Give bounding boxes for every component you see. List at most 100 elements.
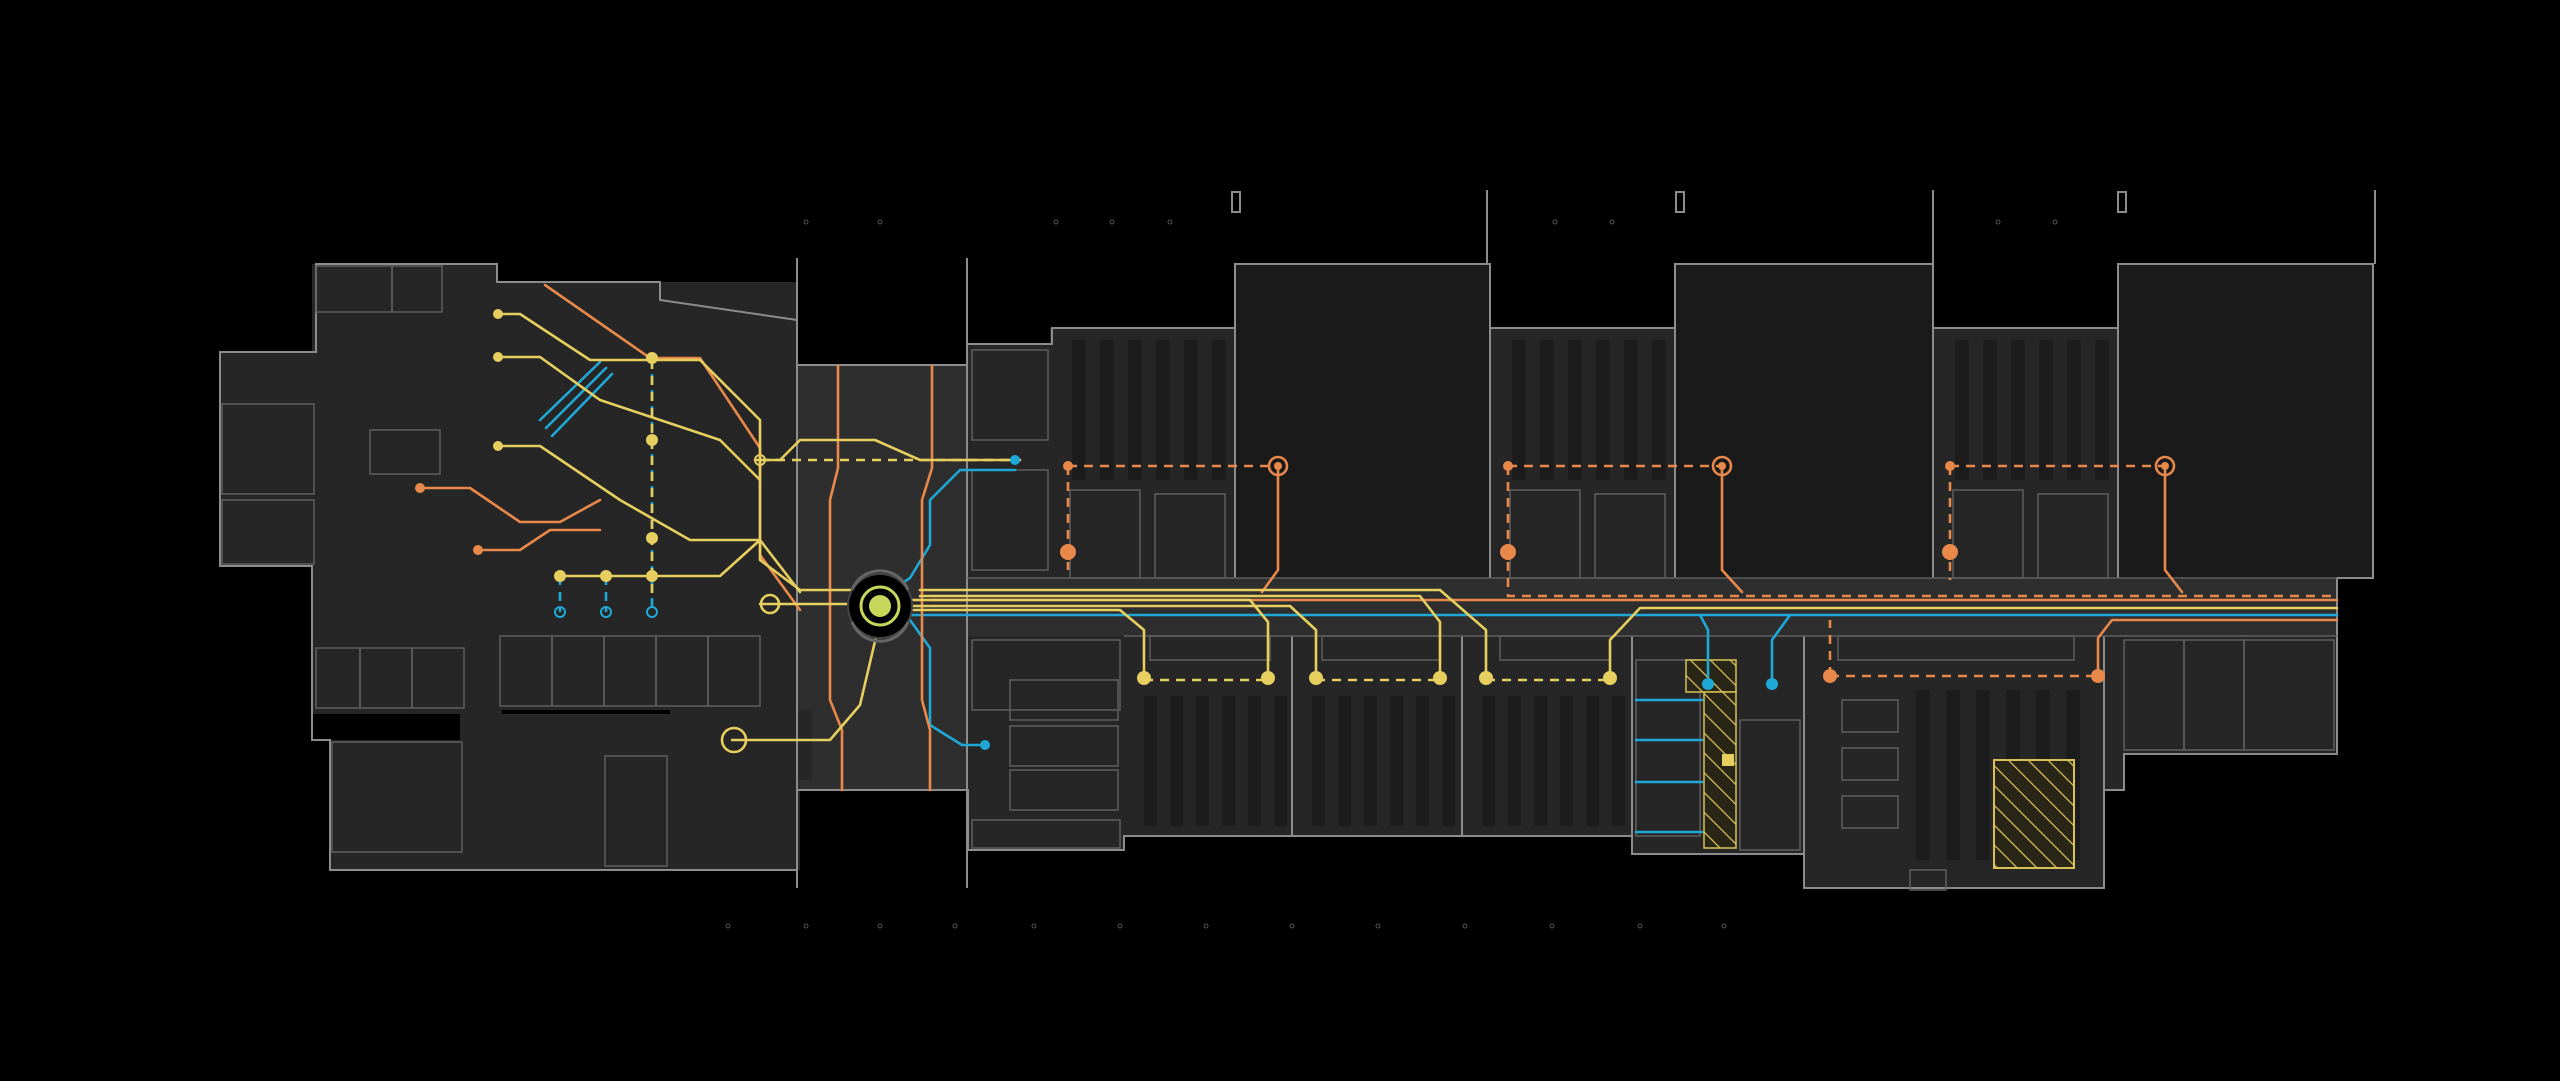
floor-stripe: [1596, 340, 1610, 480]
dimension-tick: [1289, 923, 1295, 929]
dimension-tick: [1053, 219, 1059, 225]
floor-stripe: [1338, 696, 1351, 826]
floor-stripe: [1312, 696, 1325, 826]
room-left-bottom: [330, 740, 670, 870]
endpoint-icon: [754, 454, 766, 466]
endpoint-icon: [1433, 671, 1447, 685]
room-service-top: [968, 344, 1052, 580]
endpoint-icon: [1503, 461, 1513, 471]
dimension-tick: [877, 923, 883, 929]
endpoint-icon: [554, 570, 566, 582]
floor-stripe: [1212, 340, 1226, 480]
room-left-block: [312, 264, 497, 564]
endpoint-icon: [473, 545, 483, 555]
floor-stripe: [1540, 340, 1554, 480]
floor-stripe: [1100, 340, 1114, 480]
dimension-tick: [1462, 923, 1468, 929]
endpoint-icon: [646, 570, 658, 582]
endpoints: [415, 309, 2176, 754]
hatched-zone-icon: [1703, 691, 1737, 849]
endpoint-icon: [2154, 455, 2176, 477]
dimension-tick: [1203, 923, 1209, 929]
endpoint-icon: [2091, 669, 2105, 683]
endpoint-icon: [1945, 461, 1955, 471]
walls: [219, 190, 2376, 891]
floor-stripe: [1976, 690, 1990, 860]
hub-icon: [847, 569, 913, 643]
endpoint-icon: [646, 606, 658, 618]
floor-stripe: [1170, 696, 1183, 826]
floor-stripe: [1652, 340, 1666, 480]
floor-stripe: [1624, 340, 1638, 480]
endpoint-icon: [1060, 544, 1076, 560]
dimension-tick: [952, 923, 958, 929]
endpoint-icon: [759, 593, 781, 615]
endpoint-icon: [554, 606, 566, 618]
endpoint-icon: [1711, 455, 1733, 477]
endpoint-icon: [646, 434, 658, 446]
room-service-bottom: [968, 636, 1124, 850]
endpoint-icon: [1010, 455, 1020, 465]
floor-stripe: [1196, 696, 1209, 826]
floor-stripe: [1512, 340, 1526, 480]
floor-stripe: [1144, 696, 1157, 826]
floor-stripe: [1983, 340, 1997, 480]
endpoint-icon: [1942, 544, 1958, 560]
floor-stripe: [1612, 696, 1625, 826]
bay-3-large: [2118, 264, 2373, 578]
floor-stripe: [1184, 340, 1198, 480]
dimension-tick: [1609, 219, 1615, 225]
floor-stripe: [1416, 696, 1429, 826]
floor-stripe: [1482, 696, 1495, 826]
floor-stripe: [1274, 696, 1287, 826]
room-left-lower: [312, 564, 502, 714]
endpoint-icon: [493, 309, 503, 319]
room-left-annex: [220, 352, 316, 566]
floor-stripe: [1916, 690, 1930, 860]
endpoint-icon: [1479, 671, 1493, 685]
endpoint-icon: [415, 483, 425, 493]
room-office-row: [497, 632, 797, 710]
floor-stripe: [1568, 340, 1582, 480]
status-marker: [1722, 754, 1734, 766]
dimension-tick: [1109, 219, 1115, 225]
endpoint-icon: [1823, 669, 1837, 683]
floor-stripe: [1534, 696, 1547, 826]
dimension-tick: [1549, 923, 1555, 929]
floor-stripe: [1156, 340, 1170, 480]
endpoint-icon: [1500, 544, 1516, 560]
floor-stripe: [1390, 696, 1403, 826]
dimension-tick: [2052, 219, 2058, 225]
floor-stripe: [1072, 340, 1086, 480]
dimension-markers: [725, 219, 2058, 929]
dimension-tick: [1995, 219, 2001, 225]
floor-stripe: [1946, 690, 1960, 860]
endpoint-icon: [1718, 462, 1726, 470]
dimension-tick: [1375, 923, 1381, 929]
endpoint-icon: [646, 352, 658, 364]
endpoint-icon: [493, 441, 503, 451]
endpoint-icon: [1274, 462, 1282, 470]
floor-stripe: [2011, 340, 2025, 480]
floor-stripe: [1586, 696, 1599, 826]
bay-1-large: [1235, 264, 1490, 578]
dimension-tick: [803, 219, 809, 225]
bay-2-large: [1675, 264, 1933, 578]
room-central-hall-left: [672, 710, 812, 780]
endpoint-icon: [2161, 462, 2169, 470]
lower-right-stub: [2104, 754, 2124, 790]
floor-stripe: [1442, 696, 1455, 826]
floor-stripe: [1508, 696, 1521, 826]
floor-stripe: [1364, 696, 1377, 826]
floor-stripe: [2039, 340, 2053, 480]
endpoint-icon: [980, 740, 990, 750]
floor-stripe: [1955, 340, 1969, 480]
dimension-tick: [1721, 923, 1727, 929]
floor-stripe: [2095, 340, 2109, 480]
endpoint-icon: [600, 570, 612, 582]
dimension-tick: [877, 219, 883, 225]
room-open-office: [497, 282, 797, 632]
endpoint-icon: [493, 352, 503, 362]
endpoint-icon: [646, 532, 658, 544]
